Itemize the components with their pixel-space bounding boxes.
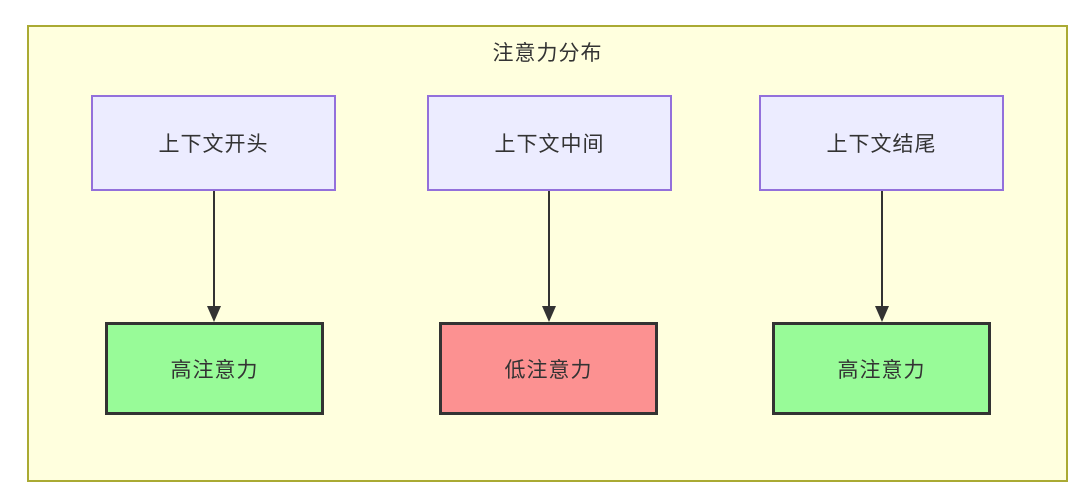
arrow-down-icon	[875, 191, 889, 322]
result-node-label: 低注意力	[504, 358, 593, 382]
source-node-label: 上下文中间	[494, 133, 605, 156]
attention-distribution-diagram: 注意力分布 上下文开头 高注意力 上下文中间 低注意力 上下文结尾	[27, 25, 1068, 482]
result-node-high-attention: 高注意力	[772, 322, 991, 415]
result-node-label: 高注意力	[837, 358, 926, 382]
source-node-label: 上下文开头	[158, 133, 269, 156]
arrow-down-icon	[542, 191, 556, 322]
source-node-context-end: 上下文结尾	[759, 95, 1004, 191]
result-node-low-attention: 低注意力	[439, 322, 658, 415]
result-node-high-attention: 高注意力	[105, 322, 324, 415]
source-node-label: 上下文结尾	[826, 133, 937, 156]
result-node-label: 高注意力	[170, 358, 259, 382]
arrow-down-icon	[207, 191, 221, 322]
source-node-context-middle: 上下文中间	[427, 95, 672, 191]
diagram-title: 注意力分布	[492, 42, 603, 65]
source-node-context-start: 上下文开头	[91, 95, 336, 191]
